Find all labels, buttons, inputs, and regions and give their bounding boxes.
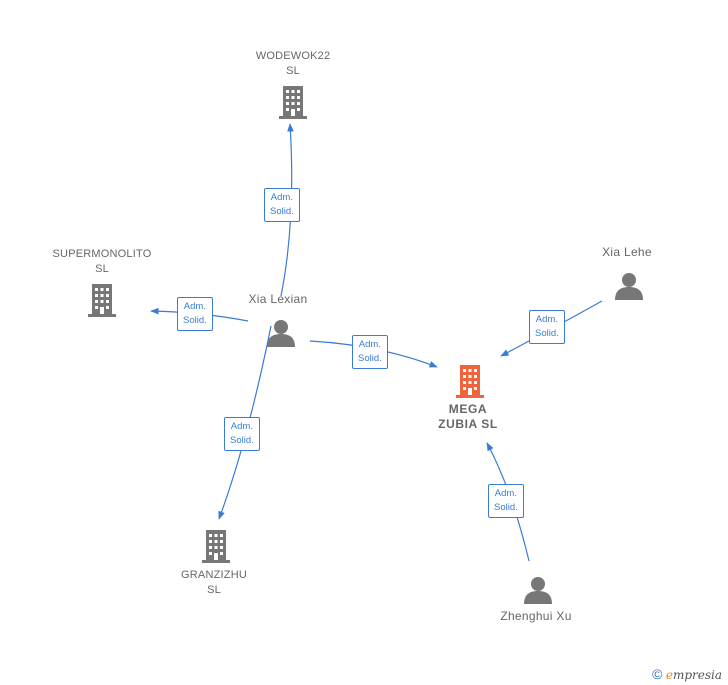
building-icon-granzizhu[interactable]	[202, 530, 230, 563]
edge-label-zhenghui-xu-mega-zubia[interactable]: Adm. Solid.	[488, 484, 524, 518]
person-label-xia-lexian[interactable]: Xia Lexian	[228, 292, 328, 307]
person-icon-xia-lexian[interactable]	[267, 320, 295, 347]
company-name-line2: SL	[207, 584, 221, 596]
relation-detail: Solid.	[535, 328, 559, 339]
edge-label-xia-lexian-mega-zubia[interactable]: Adm. Solid.	[352, 335, 388, 369]
edge-label-xia-lexian-wodewok22[interactable]: Adm. Solid.	[264, 188, 300, 222]
empresia-logo: empresia	[666, 668, 722, 682]
relation-detail: Solid.	[270, 206, 294, 217]
company-name-line2: ZUBIA SL	[438, 417, 498, 431]
person-label-xia-lehe[interactable]: Xia Lehe	[577, 245, 677, 260]
person-icon-zhenghui-xu[interactable]	[524, 577, 552, 604]
company-label-supermonolito[interactable]: SUPERMONOLITO SL	[42, 247, 162, 277]
company-label-granzizhu[interactable]: GRANZIZHU SL	[164, 568, 264, 598]
person-name: Xia Lehe	[602, 245, 652, 259]
company-name-line1: WODEWOK22	[255, 50, 331, 62]
edge-label-xia-lehe-mega-zubia[interactable]: Adm. Solid.	[529, 310, 565, 344]
company-name-line1: GRANZIZHU	[181, 569, 247, 581]
edge-label-xia-lexian-granzizhu[interactable]: Adm. Solid.	[224, 417, 260, 451]
company-label-wodewok22[interactable]: WODEWOK22 SL	[243, 49, 343, 79]
person-name: Xia Lexian	[248, 292, 308, 306]
relation-detail: Solid.	[183, 315, 207, 326]
relation-type: Adm.	[494, 488, 517, 499]
person-name: Zhenghui Xu	[500, 609, 572, 623]
relation-detail: Solid.	[230, 435, 254, 446]
relation-type: Adm.	[230, 421, 253, 432]
relation-detail: Solid.	[358, 353, 382, 364]
relation-type: Adm.	[535, 314, 558, 325]
relation-detail: Solid.	[494, 502, 518, 513]
building-icon-mega-zubia[interactable]	[456, 365, 484, 398]
empresia-copyright: © empresia	[652, 666, 722, 682]
relation-type: Adm.	[358, 339, 381, 350]
person-label-zhenghui-xu[interactable]: Zhenghui Xu	[486, 609, 586, 624]
edge-label-xia-lexian-supermonolito[interactable]: Adm. Solid.	[177, 297, 213, 331]
logo-initial: e	[665, 668, 673, 682]
logo-rest: mpresia	[672, 668, 722, 682]
building-icon-supermonolito[interactable]	[88, 284, 116, 317]
company-label-mega-zubia[interactable]: MEGA ZUBIA SL	[418, 402, 518, 432]
relation-type: Adm.	[183, 301, 206, 312]
building-icon-wodewok22[interactable]	[279, 86, 307, 119]
copyright-symbol: ©	[652, 666, 663, 682]
relation-type: Adm.	[270, 192, 293, 203]
person-icon-xia-lehe[interactable]	[615, 273, 643, 300]
company-name-line2: SL	[95, 263, 109, 275]
company-name-line2: SL	[286, 65, 300, 77]
company-name-line1: SUPERMONOLITO	[52, 248, 152, 260]
company-name-line1: MEGA	[448, 402, 488, 416]
